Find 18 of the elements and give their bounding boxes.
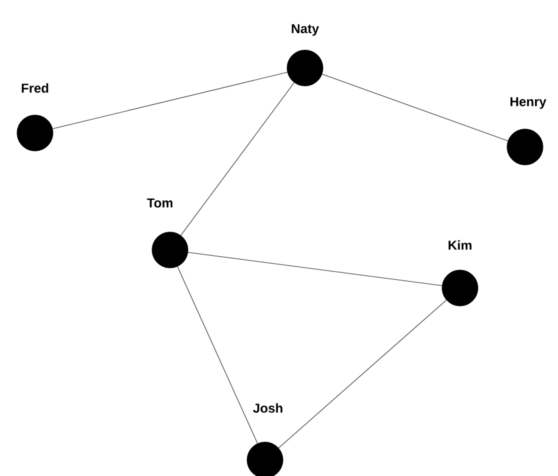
vertex-label: Tom (146, 198, 172, 208)
vertex-dot (16, 114, 54, 152)
vertex-dot (286, 50, 324, 86)
edge-line (188, 252, 442, 286)
edge-line (52, 72, 288, 130)
vertex-dot (246, 442, 284, 476)
vertex-label: Josh (253, 403, 282, 413)
vertex-label: Kim (448, 240, 472, 250)
vertex-label: Naty (292, 24, 319, 36)
vertex-label: Fred (22, 83, 48, 93)
edge-line (278, 300, 447, 448)
edge-line (322, 74, 508, 142)
vertex-dot (442, 270, 478, 306)
edge-line (177, 266, 258, 444)
vertex-dot (506, 128, 544, 166)
vertex-label: Henry (510, 97, 546, 109)
edge-line (180, 82, 295, 236)
vertex-dot (152, 232, 188, 268)
